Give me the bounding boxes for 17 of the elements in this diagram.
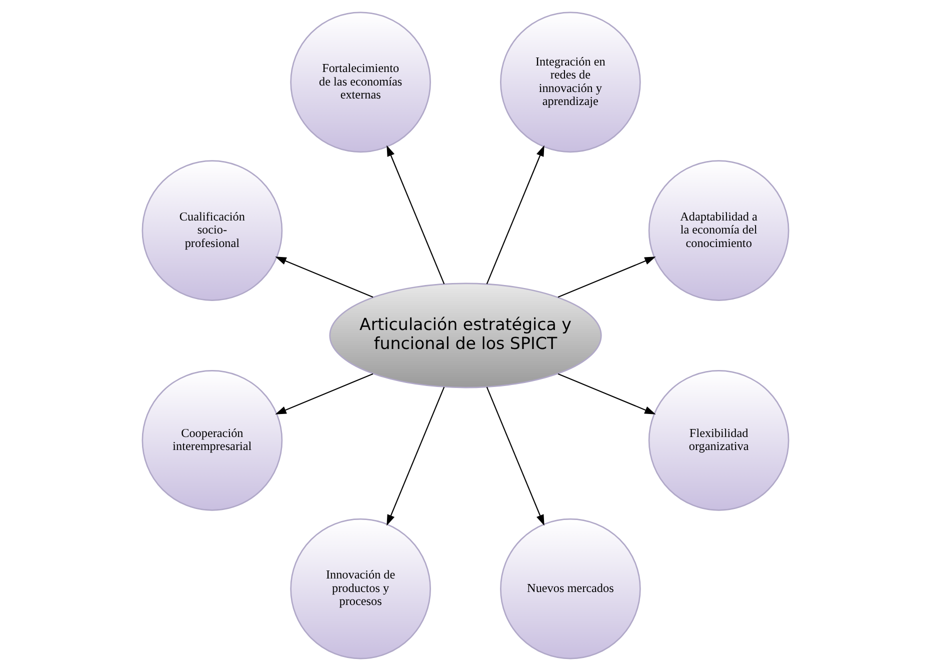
node-circle: Fortalecimiento de las economías externas [290,12,430,153]
node-circle: Cooperación interempresarial [141,370,282,511]
node-circle: Cualificación socio-profesional [141,160,282,301]
arrow [386,386,444,526]
arrow [557,373,656,414]
arrow [486,145,544,284]
arrow [557,256,656,298]
node-circle: Adaptabilidad a la economía del conocimiento [648,160,789,301]
arrow [274,256,373,298]
arrow [486,386,544,526]
arrow [386,145,444,284]
node-circle: Flexibilidad organizativa [648,370,789,511]
node-ellipse: Articulación estratégica y funcional de los SPICT [328,282,602,388]
node-circle: Integración en redes de innovación y aprendizaje [500,12,640,153]
arrow [274,373,373,414]
node-circle: Nuevos mercados [500,518,640,660]
node-circle: Innovación de productos y procesos [290,518,430,660]
